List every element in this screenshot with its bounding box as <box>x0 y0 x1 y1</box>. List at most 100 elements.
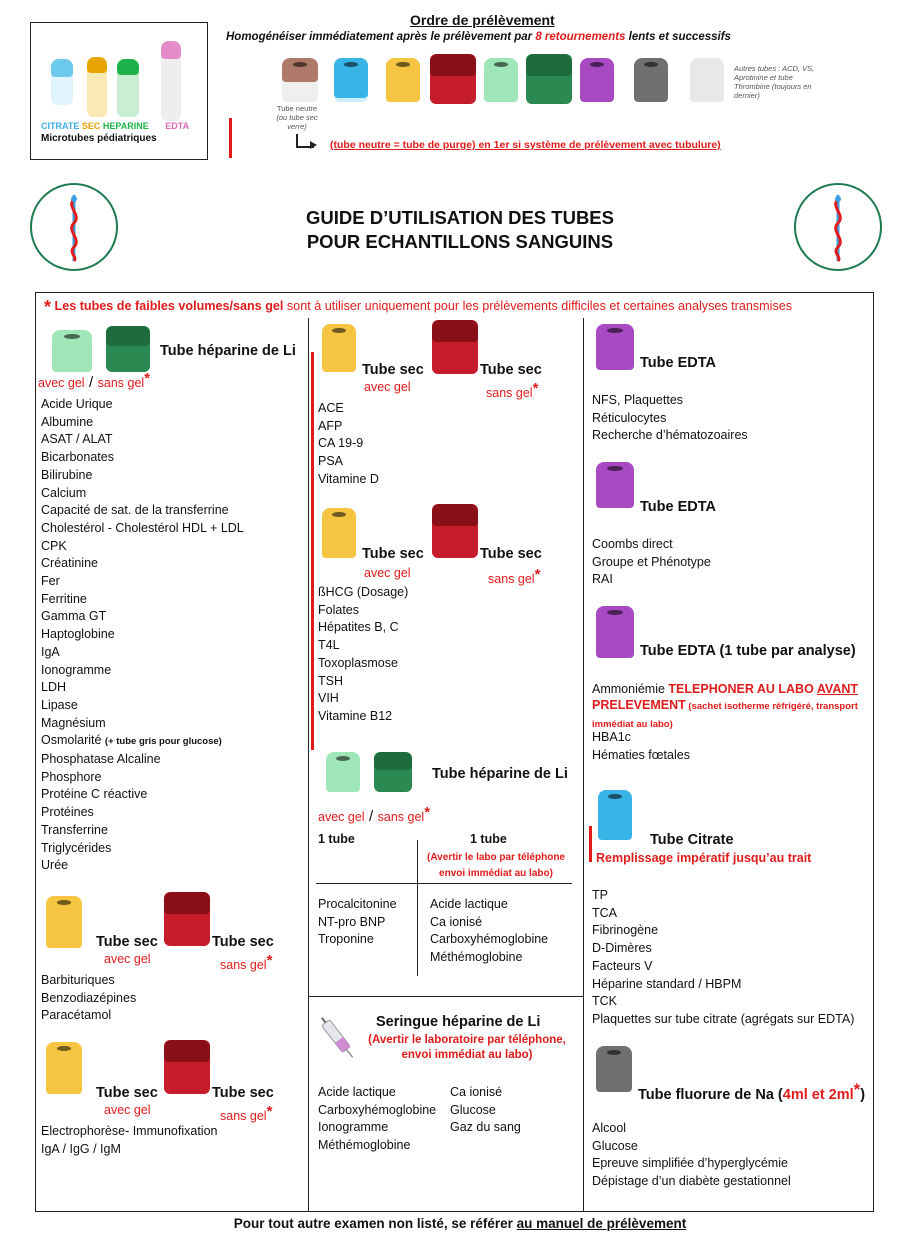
list-item: Coombs direct <box>592 537 673 551</box>
label-heparine: HEPARINE <box>102 121 149 131</box>
list-item: Calcium <box>41 485 87 500</box>
list-item: Toxoplasmose <box>318 655 398 670</box>
list-item: Albumine <box>41 414 94 429</box>
list-item: Epreuve simplifiée d’hyperglycémie <box>592 1156 788 1171</box>
edta1-title: Tube EDTA <box>640 355 716 371</box>
manual-link[interactable]: au manuel de prélèvement <box>516 1216 687 1231</box>
col2-sec2-label-b: Tube sec <box>480 546 542 562</box>
edta-tube-icon <box>596 324 634 370</box>
col2-head-right: 1 tube <box>470 832 507 846</box>
list-item: ßHCG (Dosage) <box>318 585 409 599</box>
citrate-tube-icon <box>598 790 632 840</box>
list-item: HBA1c <box>592 730 631 744</box>
list-item: Benzodiazépines <box>41 990 137 1005</box>
list-item: TCK <box>592 994 617 1009</box>
edta-tube-icon <box>596 462 634 508</box>
list-item: Glucose <box>592 1138 638 1153</box>
list-item: Réticulocytes <box>592 410 667 425</box>
list-item: IgA / IgG / IgM <box>41 1141 121 1156</box>
col2-ser-right-list: Ca ionisé Glucose Gaz du sang <box>450 1084 521 1137</box>
col2-head-right-note: (Avertir le labo par téléphone envoi imm… <box>427 852 565 879</box>
list-item: ACE <box>318 401 344 415</box>
col2-sec1-list: ACE AFP CA 19-9 PSA Vitamine D <box>318 400 379 489</box>
col1-sec2-label-b: Tube sec <box>212 1085 274 1101</box>
list-item: Carboxyhémoglobine <box>318 1102 437 1117</box>
seringue-note: (Avertir le laboratoire par téléphone, e… <box>368 1034 566 1061</box>
list-item: Ionogramme <box>41 662 112 677</box>
col1-sec1-list: Barbituriques Benzodiazépines Paracétamo… <box>41 972 136 1025</box>
list-item: Fibrinogène <box>592 923 659 938</box>
sec-red-tube-icon <box>164 1040 210 1094</box>
col2-red-marker <box>311 352 314 750</box>
syringe-icon <box>318 1012 358 1062</box>
list-item: LDH <box>41 680 67 695</box>
cross-hline <box>316 883 572 884</box>
list-item: Gaz du sang <box>450 1120 521 1135</box>
list-item: Phosphore <box>41 769 102 784</box>
microtubes-caption: Microtubes pédiatriques <box>41 133 157 144</box>
tube-citrate-icon <box>334 58 368 102</box>
col3-edta3-list: HBA1c Hématies fœtales <box>592 729 690 764</box>
list-item: Créatinine <box>41 556 98 571</box>
col1-sec2-list: Electrophorèse- Immunofixation IgA / IgG… <box>41 1123 217 1158</box>
list-item: Méthémoglobine <box>318 1138 411 1153</box>
col1-sec2-sans: sans gel* <box>220 1103 273 1123</box>
col2-hep-right-list: Acide lactique Ca ionisé Carboxyhémoglob… <box>430 896 548 967</box>
sec-gel-tube-icon <box>322 324 356 372</box>
list-item: Triglycérides <box>41 840 112 855</box>
col1-sec2-label-a: Tube sec <box>96 1085 158 1101</box>
citrate-title: Tube Citrate <box>650 832 734 848</box>
list-item: Folates <box>318 602 359 617</box>
list-item: Méthémoglobine <box>430 950 523 965</box>
red-marker <box>229 118 232 158</box>
microtubes-box: CITRATE SEC HEPARINE EDTA Microtubes péd… <box>30 22 208 160</box>
sec-gel-tube-icon <box>46 896 82 948</box>
list-item: TP <box>592 888 608 902</box>
list-item: Hématies fœtales <box>592 747 690 762</box>
tube-sec-gel-icon <box>386 58 420 102</box>
col1-heparine-title: Tube héparine de Li <box>160 343 296 359</box>
neutral-label: Tube neutre(ou tube sec verre) <box>276 104 318 131</box>
col2-sec1-label-b: Tube sec <box>480 362 542 378</box>
list-item: Ca ionisé <box>430 914 483 929</box>
col1-sec1-avec: avec gel <box>104 952 151 966</box>
edta3-title: Tube EDTA (1 tube par analyse) <box>640 643 856 659</box>
sec-red-tube-icon <box>432 320 478 374</box>
tube-other-icon <box>690 58 724 102</box>
purge-note: (tube neutre = tube de purge) en 1er si … <box>330 139 721 151</box>
col2-hline-2 <box>309 996 583 997</box>
tube-heparine-icon <box>526 54 572 104</box>
sec-red-tube-icon <box>432 504 478 558</box>
list-item: D-Dimères <box>592 941 652 956</box>
col2-ser-left-list: Acide lactique Carboxyhémoglobine Ionogr… <box>318 1084 436 1155</box>
list-item: Facteurs V <box>592 958 653 973</box>
tube-fluorure-icon <box>634 58 668 102</box>
ammoniemie-block: Ammoniémie TELEPHONER AU LABO AVANT PREL… <box>592 682 859 730</box>
list-item: Acide Urique <box>41 397 113 411</box>
list-item: VIH <box>318 691 339 706</box>
list-item: Osmolarité (+ tube gris pour glucose) <box>41 733 222 748</box>
sec-gel-tube-icon <box>322 508 356 558</box>
col3-edta1-list: NFS, Plaquettes Réticulocytes Recherche … <box>592 392 748 445</box>
citrate-note: Remplissage impératif jusqu’au trait <box>596 851 812 865</box>
list-item: Alcool <box>592 1121 627 1135</box>
col1-heparine-gel: avec gel / sans gel* <box>38 370 151 391</box>
tube-neutre-icon <box>282 58 318 102</box>
list-item: Bilirubine <box>41 467 93 482</box>
list-item: Urée <box>41 858 69 873</box>
col2-head-left: 1 tube <box>318 832 355 846</box>
edta2-title: Tube EDTA <box>640 499 716 515</box>
heparine-gel-tube-icon <box>52 330 92 372</box>
sec-red-tube-icon <box>164 892 210 946</box>
citrate-red-marker <box>589 826 592 862</box>
col1-sec1-sans: sans gel* <box>220 952 273 972</box>
col3-citrate-list: TP TCA Fibrinogène D-Dimères Facteurs V … <box>592 887 854 1029</box>
col2-sec1-avec: avec gel <box>364 380 411 394</box>
microtube-citrate <box>51 59 73 105</box>
purge-arrow-icon <box>296 134 314 148</box>
list-item: Ionogramme <box>318 1120 389 1135</box>
col3-edta2-list: Coombs direct Groupe et Phénotype RAI <box>592 536 711 589</box>
list-item: NT-pro BNP <box>318 914 386 929</box>
list-item: CA 19-9 <box>318 436 364 451</box>
